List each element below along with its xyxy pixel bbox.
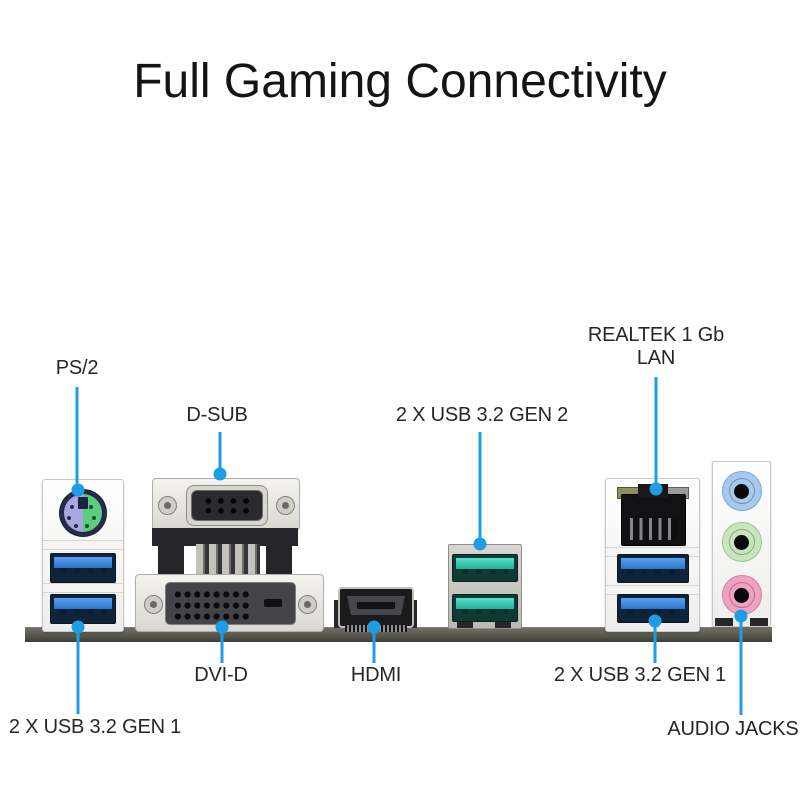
- usb-3-2-gen1-port-left-1: [50, 553, 116, 583]
- realtek-lan-port: [621, 494, 686, 546]
- dvi-screw-post-left: [144, 595, 163, 614]
- vga-side-tab-right: [266, 546, 292, 577]
- callout-dot-lan: [649, 482, 663, 496]
- callout-line-lan: [654, 377, 658, 489]
- bracket-divider: [43, 540, 123, 550]
- usb-3-2-gen1-port-right-1: [617, 554, 689, 583]
- dvi-pin-grid: [172, 587, 250, 620]
- label-usb-gen2: 2 X USB 3.2 GEN 2: [395, 404, 569, 426]
- usb-3-2-gen2-port-1: [452, 554, 518, 582]
- jack-hole: [734, 534, 749, 550]
- callout-dot-usb-gen1-left: [71, 620, 85, 634]
- jack-hole: [734, 587, 749, 603]
- ps2-combo-port: [60, 490, 106, 536]
- usb-tongue: [456, 598, 514, 614]
- usb-3-2-gen2-stack: [448, 544, 522, 629]
- label-usb-gen1-left: 2 X USB 3.2 GEN 1: [8, 716, 182, 738]
- callout-line-usb-gen1-right: [653, 627, 657, 663]
- vga-screw-post-left: [158, 496, 177, 515]
- label-dsub: D-SUB: [186, 404, 248, 426]
- bracket-divider: [43, 583, 123, 593]
- vga-connector: [186, 485, 268, 526]
- callout-dot-dvid: [215, 620, 229, 634]
- audio-foot-right: [750, 618, 768, 626]
- page-title: Full Gaming Connectivity: [133, 55, 667, 108]
- usb-tongue: [621, 558, 685, 574]
- callout-line-usb-gen2: [478, 432, 482, 544]
- lan-usb-bracket: [605, 478, 700, 632]
- shell-foot-right: [495, 622, 511, 628]
- label-audio-jacks: AUDIO JACKS: [667, 718, 799, 740]
- label-lan-line1: REALTEK 1 Gb: [587, 324, 725, 346]
- jack-hole: [734, 483, 749, 499]
- label-ps2: PS/2: [55, 357, 99, 379]
- audio-jack-line-out: [721, 522, 762, 562]
- rj45-contacts: [630, 518, 677, 540]
- label-lan-line2: LAN: [636, 347, 676, 369]
- vga-pin-holes: [200, 495, 254, 516]
- audio-foot-left: [715, 618, 733, 626]
- label-hdmi: HDMI: [350, 664, 402, 686]
- ps2-usb-bracket: [42, 479, 124, 632]
- jack-ring: [728, 582, 755, 608]
- vga-screw-post-right: [276, 496, 295, 515]
- usb-3-2-gen1-port-left-2: [50, 594, 116, 624]
- callout-line-audio: [739, 622, 743, 715]
- jack-ring: [728, 529, 755, 555]
- vga-solder-legs: [196, 544, 260, 577]
- shell-foot-left: [457, 622, 473, 628]
- audio-jack-bracket: [712, 461, 771, 627]
- dvi-recess: [165, 582, 296, 625]
- callout-dot-usb-gen1-right: [648, 614, 662, 628]
- audio-jack-line-in: [721, 471, 762, 511]
- callout-dot-ps2: [71, 483, 85, 497]
- usb-3-2-gen2-port-2: [452, 594, 518, 622]
- vga-recess: [191, 490, 263, 521]
- d-sub-vga-port: [152, 478, 300, 531]
- label-usb-gen1-right: 2 X USB 3.2 GEN 1: [553, 664, 727, 686]
- callout-line-dsub: [218, 432, 222, 474]
- usb-tongue: [54, 598, 112, 614]
- callout-dot-usb-gen2: [473, 537, 487, 551]
- vga-body-bar: [152, 528, 298, 546]
- callout-dot-audio: [734, 609, 748, 623]
- ps2-pin-holes: [81, 511, 85, 515]
- dvi-d-port: [135, 574, 324, 632]
- usb-tongue: [456, 558, 514, 574]
- audio-jack-mic: [721, 575, 762, 615]
- label-lan: REALTEK 1 Gb LAN: [588, 324, 724, 370]
- callout-line-usb-gen1-left: [76, 633, 80, 714]
- callout-dot-dsub: [213, 467, 227, 481]
- ps2-key-slot: [78, 497, 88, 509]
- callout-line-hdmi: [372, 633, 376, 663]
- label-dvid: DVI-D: [194, 664, 248, 686]
- jack-ring: [728, 478, 755, 504]
- callout-line-dvid: [220, 633, 224, 663]
- usb-tongue: [621, 598, 685, 614]
- callout-dot-hdmi: [367, 620, 381, 634]
- dvi-blade-slot: [264, 599, 282, 607]
- callout-line-ps2: [75, 387, 79, 490]
- dvi-screw-post-right: [298, 595, 317, 614]
- usb-tongue: [54, 557, 112, 573]
- vga-side-tab-left: [158, 546, 184, 577]
- hdmi-opening: [347, 596, 405, 615]
